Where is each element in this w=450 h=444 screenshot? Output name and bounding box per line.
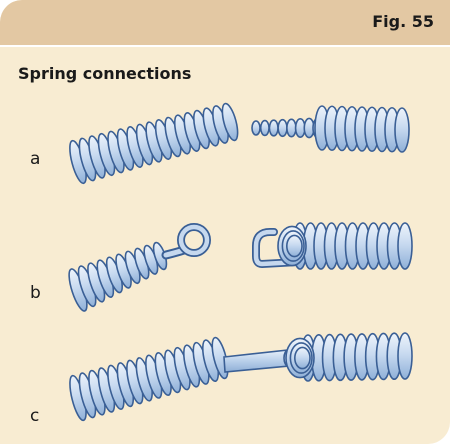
spring-coil <box>251 120 261 136</box>
figure-title: Spring connections <box>18 64 192 83</box>
spring-coil <box>221 102 239 142</box>
figure-number: Fig. 55 <box>372 12 434 31</box>
spring-b-left-loop-end <box>68 223 211 312</box>
header-divider <box>0 45 450 47</box>
spring-a-left <box>69 102 239 185</box>
spring-coil <box>293 346 311 370</box>
spring-coil <box>277 118 288 138</box>
figure-header: Fig. 55 <box>0 0 450 45</box>
spring-coil <box>286 118 297 138</box>
spring-coil <box>394 107 410 153</box>
spring-coil <box>285 234 303 258</box>
spring-a-right <box>251 105 410 153</box>
spring-c-right <box>285 332 413 382</box>
spring-c-left-rod-end <box>69 336 293 422</box>
row-label-c: c <box>30 406 40 426</box>
spring-coil <box>268 119 279 137</box>
spring-coil <box>259 119 270 137</box>
spring-b-right-hook-end <box>252 222 413 270</box>
spring-coil <box>397 332 413 380</box>
spring-coil <box>397 222 413 270</box>
row-label-b: b <box>30 283 41 303</box>
row-label-a: a <box>30 149 41 169</box>
